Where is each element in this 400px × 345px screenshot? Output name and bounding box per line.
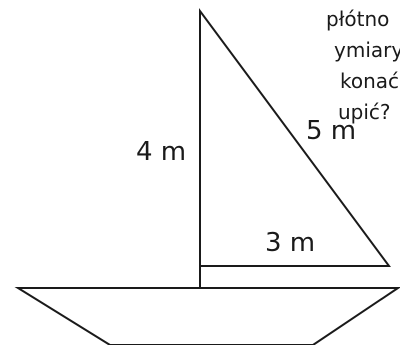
sail-triangle (199, 7, 391, 267)
base-label: 3 m (265, 228, 316, 258)
boat-hull (14, 287, 400, 345)
hypotenuse-label: 5 m (306, 116, 357, 146)
height-label: 4 m (136, 137, 187, 167)
